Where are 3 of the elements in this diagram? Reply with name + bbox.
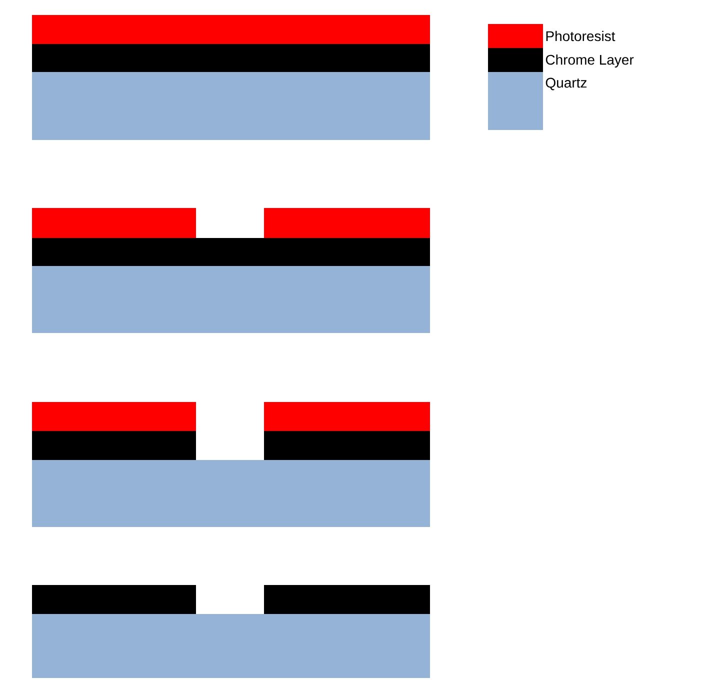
legend-label: Chrome Layer [546, 54, 634, 68]
legend-label: Quartz [546, 78, 587, 90]
legend-label: Photoresist [546, 30, 616, 42]
